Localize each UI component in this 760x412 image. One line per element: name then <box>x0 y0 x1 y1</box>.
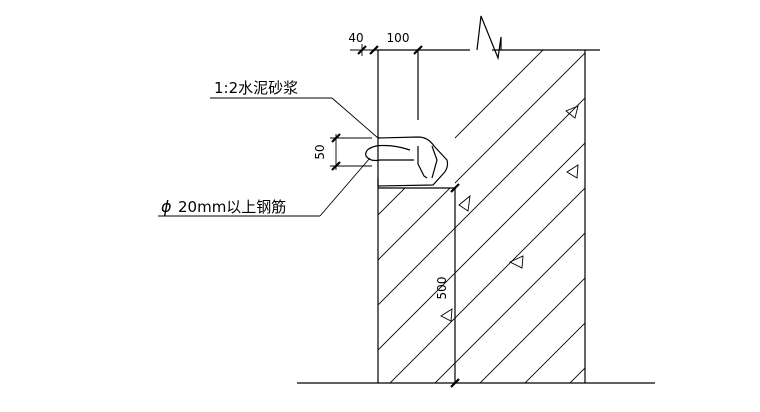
wall-hatching <box>378 50 585 383</box>
mortar-label: 1:2水泥砂浆 <box>214 79 298 97</box>
break-line <box>476 15 502 61</box>
wall-outline <box>297 49 655 384</box>
dimension-label-100: 100 <box>387 31 410 45</box>
aggregate-marks <box>440 105 579 322</box>
dimension-label-40: 40 <box>348 31 363 45</box>
dimension-top <box>350 44 430 56</box>
dimension-right <box>450 183 460 388</box>
leader-lines <box>158 97 379 217</box>
rebar-label: 20mm以上钢筋 <box>178 198 286 216</box>
mortar-patch <box>365 136 449 187</box>
rebar-diameter-symbol: ϕ <box>161 197 172 216</box>
dimension-label-500: 500 <box>435 277 449 300</box>
dimension-left <box>330 133 372 171</box>
dimension-label-50: 50 <box>313 144 327 159</box>
